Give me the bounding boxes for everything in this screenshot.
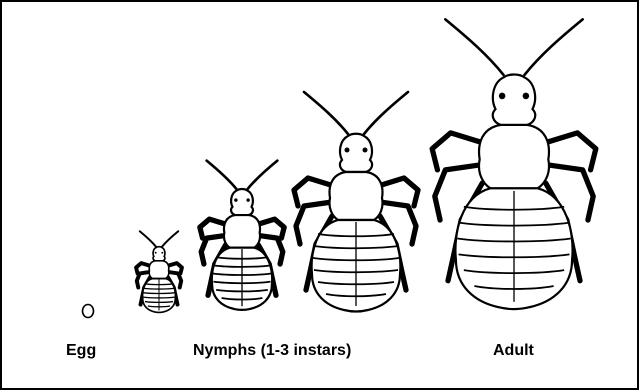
- egg-figure: [83, 305, 94, 318]
- egg-label: Egg: [66, 342, 96, 360]
- nymph-second-instar-figure: [200, 161, 284, 310]
- adult-louse-figure: [432, 19, 596, 309]
- nymphs-label: Nymphs (1-3 instars): [193, 342, 351, 360]
- nymph-first-instar-figure: [136, 231, 182, 312]
- adult-label: Adult: [493, 342, 534, 360]
- nymph-third-instar-figure: [294, 92, 418, 312]
